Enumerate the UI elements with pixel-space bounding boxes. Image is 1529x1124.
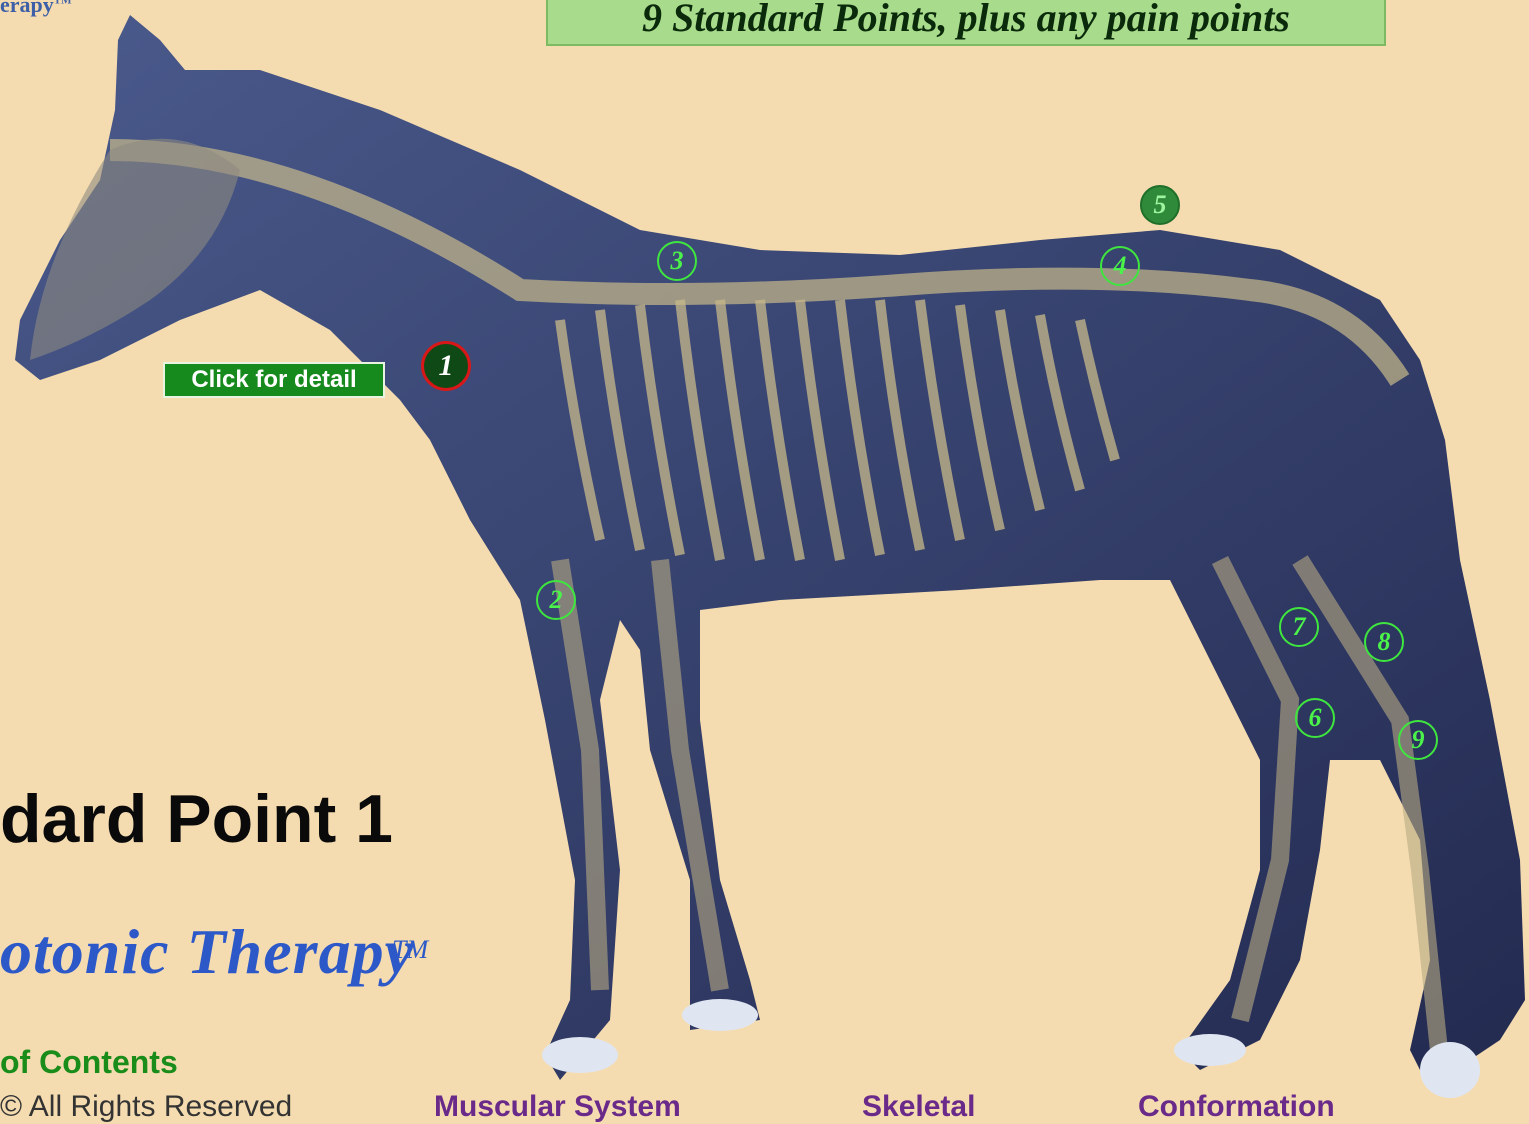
point-6-marker[interactable]: 6 bbox=[1295, 698, 1335, 738]
therapy-logo: otonic Therapy bbox=[0, 915, 414, 989]
point-5-marker[interactable]: 5 bbox=[1140, 185, 1180, 225]
point-1-marker[interactable]: 1 bbox=[421, 341, 471, 391]
footer-skeletal-link[interactable]: Skeletal bbox=[862, 1090, 975, 1124]
therapy-logo-tm: TM bbox=[392, 935, 428, 965]
point-8-marker[interactable]: 8 bbox=[1364, 622, 1404, 662]
point-3-marker[interactable]: 3 bbox=[657, 241, 697, 281]
point-4-marker[interactable]: 4 bbox=[1100, 246, 1140, 286]
brand-small-title: erapyTM bbox=[0, 0, 72, 18]
hooves bbox=[542, 999, 1480, 1098]
click-for-detail-button[interactable]: Click for detail bbox=[163, 362, 385, 398]
point-9-marker[interactable]: 9 bbox=[1398, 720, 1438, 760]
point-7-marker[interactable]: 7 bbox=[1279, 607, 1319, 647]
standard-points-banner: 9 Standard Points, plus any pain points bbox=[546, 0, 1386, 46]
footer-muscular-link[interactable]: Muscular System bbox=[434, 1090, 681, 1124]
table-of-contents-link[interactable]: of Contents bbox=[0, 1044, 178, 1081]
footer-copyright: © All Rights Reserved bbox=[0, 1090, 292, 1124]
footer-conformation-link[interactable]: Conformation bbox=[1138, 1090, 1335, 1124]
point-2-marker[interactable]: 2 bbox=[536, 580, 576, 620]
page-title: dard Point 1 bbox=[0, 780, 393, 858]
